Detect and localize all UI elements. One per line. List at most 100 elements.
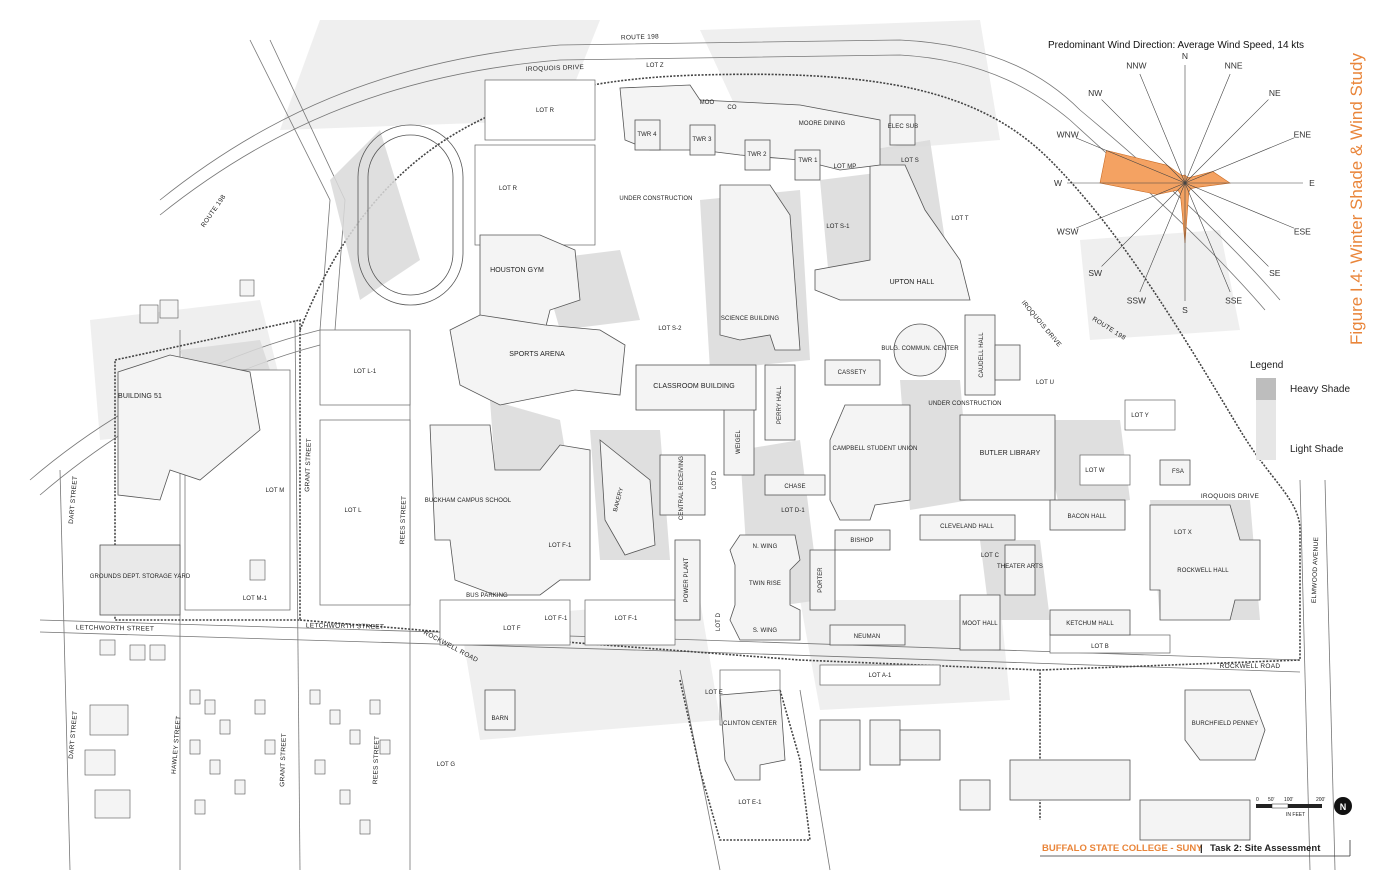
wind-rose-label-wsw: WSW	[1057, 227, 1079, 237]
label-lot-e1: LOT E-1	[738, 800, 762, 806]
label-bacon: BACON HALL	[1067, 514, 1107, 520]
label-moore-dining: MOORE DINING	[799, 121, 846, 127]
scale-tick-100: 100'	[1284, 797, 1293, 803]
scale-tick-50: 50'	[1268, 797, 1275, 803]
label-twr3: TWR 3	[692, 137, 712, 143]
label-buckham: BUCKHAM CAMPUS SCHOOL	[425, 498, 512, 504]
label-lot-mp: LOT MP	[834, 164, 857, 170]
label-campbell: CAMPBELL STUDENT UNION	[833, 446, 918, 452]
footer-task: Task 2: Site Assessment	[1210, 843, 1321, 854]
label-science: SCIENCE BUILDING	[721, 316, 780, 322]
label-theater: THEATER ARTS	[997, 564, 1043, 570]
label-under-construction-2: UNDER CONSTRUCTION	[928, 401, 1001, 407]
wind-rose-spokes	[1067, 65, 1303, 301]
legend-heavy-swatch	[1256, 378, 1276, 400]
label-dart-1: DART STREET	[68, 476, 79, 525]
wind-rose-spoke-ene	[1184, 137, 1295, 184]
footer-separator: |	[1200, 843, 1203, 854]
label-lot-b: LOT B	[1091, 644, 1109, 650]
building-labels: HOUSTON GYM SPORTS ARENA BUILDING 51 GRO…	[90, 100, 1258, 727]
label-lot-f1a: LOT F-1	[549, 543, 572, 549]
label-bulg: BULG. COMMUN. CENTER	[881, 346, 959, 352]
label-cleveland: CLEVELAND HALL	[940, 524, 994, 530]
label-bishop: BISHOP	[850, 538, 873, 544]
label-iroquois-top: IROQUOIS DRIVE	[526, 64, 585, 73]
wind-rose-label-wnw: WNW	[1057, 129, 1079, 139]
wind-rose-label-nne: NNE	[1225, 61, 1243, 71]
wind-rose-spoke-sw	[1101, 182, 1186, 267]
label-lot-l: LOT L	[344, 508, 362, 514]
label-lot-y: LOT Y	[1131, 413, 1149, 419]
wind-rose-label-nw: NW	[1088, 88, 1102, 98]
north-arrow-icon	[1334, 797, 1352, 815]
label-building-51: BUILDING 51	[118, 393, 162, 400]
label-iroquois-east: IROQUOIS DRIVE	[1201, 493, 1260, 500]
label-lot-w: LOT W	[1085, 468, 1105, 474]
scale-tick-200: 200'	[1316, 797, 1325, 803]
label-lot-f: LOT F	[503, 626, 521, 632]
label-lot-s1: LOT S-1	[826, 224, 850, 230]
label-n-wing: N. WING	[753, 544, 778, 550]
lot-labels: LOT R LOT R LOT S-1 LOT S-2 LOT MP LOT S…	[243, 63, 1192, 806]
label-chase: CHASE	[784, 484, 805, 490]
label-lot-t: LOT T	[951, 216, 969, 222]
label-rees-1: REES STREET	[399, 496, 408, 545]
label-porter: PORTER	[818, 567, 824, 593]
label-lot-r-top: LOT R	[536, 108, 555, 114]
label-moot: MOOT HALL	[962, 621, 998, 627]
label-twin-rise: TWIN RISE	[749, 581, 781, 587]
wind-rose-label-s: S	[1182, 305, 1188, 315]
label-elec-sub: ELEC SUB	[888, 124, 918, 130]
label-houston-gym: HOUSTON GYM	[490, 267, 544, 274]
wind-rose-spoke-ese	[1184, 182, 1295, 229]
scale-unit: IN FEET	[1286, 812, 1305, 818]
label-lot-c: LOT C	[981, 553, 1000, 559]
label-fsa: FSA	[1172, 469, 1184, 475]
label-lot-g: LOT G	[437, 762, 456, 768]
label-lot-d: LOT D	[716, 612, 722, 631]
label-hawley: HAWLEY STREET	[170, 715, 182, 774]
label-co: CO	[727, 105, 736, 111]
label-lot-e: LOT E	[705, 690, 723, 696]
label-route-198-top: ROUTE 198	[621, 33, 659, 41]
label-cassety: CASSETY	[838, 370, 867, 376]
label-iroquois-right: IROQUOIS DRIVE	[1020, 299, 1063, 348]
label-grant-2: GRANT STREET	[279, 733, 288, 787]
wind-rose-label-ne: NE	[1269, 88, 1281, 98]
label-grant-1: GRANT STREET	[304, 438, 313, 492]
wind-rose-label-w: W	[1054, 178, 1062, 188]
label-letchworth-1: LETCHWORTH STREET	[76, 624, 154, 632]
wind-rose-spoke-ne	[1184, 99, 1269, 184]
wind-rose-label-sse: SSE	[1225, 295, 1242, 305]
wind-rose-spoke-wsw	[1075, 182, 1186, 229]
label-lot-f1c: LOT F-1	[615, 616, 638, 622]
figure-title: Figure I.4: Winter Shade & Wind Study	[1347, 53, 1366, 345]
label-ketchum: KETCHUM HALL	[1066, 621, 1114, 627]
legend-light-label: Light Shade	[1290, 444, 1344, 455]
label-power-plant: POWER PLANT	[684, 557, 690, 602]
legend-title: Legend	[1250, 360, 1283, 371]
residential-houses	[84, 279, 391, 835]
wind-rose-spoke-nne	[1184, 73, 1231, 184]
wind-rose-spoke-nw	[1101, 99, 1186, 184]
running-track	[357, 124, 464, 306]
label-rockwell-road-2: ROCKWELL ROAD	[1220, 663, 1281, 670]
wind-rose-label-sw: SW	[1088, 268, 1102, 278]
label-weigel: WEIGEL	[736, 429, 742, 454]
label-upton: UPTON HALL	[890, 279, 935, 286]
legend: Legend Heavy Shade Light Shade	[1250, 360, 1350, 460]
label-lot-d-top: LOT D	[712, 470, 718, 489]
label-moo: MOO	[700, 100, 715, 106]
label-rockwell-hall: ROCKWELL HALL	[1177, 568, 1229, 574]
label-under-construction: UNDER CONSTRUCTION	[619, 196, 692, 202]
wind-rose-label-nnw: NNW	[1126, 61, 1146, 71]
label-dart-2: DART STREET	[68, 711, 79, 760]
wind-rose-spoke-wnw	[1075, 137, 1186, 184]
wind-rose-spoke-sse	[1184, 182, 1231, 293]
scale-tick-0: 0	[1256, 797, 1259, 803]
wind-rose-label-ene: ENE	[1294, 129, 1312, 139]
label-lot-x: LOT X	[1174, 530, 1192, 536]
label-twr1: TWR 1	[798, 158, 818, 164]
